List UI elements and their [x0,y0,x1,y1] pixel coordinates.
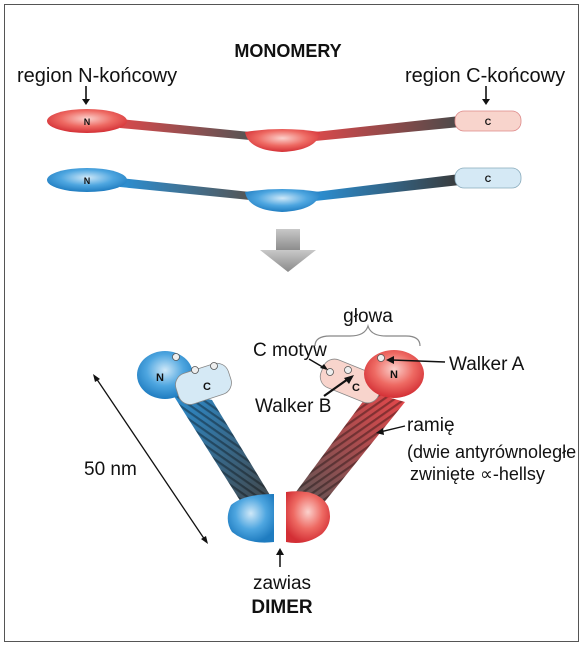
blue-walker-b-dot [192,367,199,374]
red-c-letter-dimer: C [352,382,360,394]
dimer-hinge [228,491,330,543]
red-arm-left [120,119,250,140]
blue-arm-right [315,174,460,201]
blue-n-letter-dimer: N [156,372,164,384]
walker-a-label: Walker A [449,354,525,375]
blue-c-letter-dimer: C [203,381,211,393]
red-walker-a-dot [378,355,385,362]
hinge-pointer [276,548,284,567]
blue-c-letter: C [485,174,492,184]
head-label: głowa [343,306,393,327]
red-c-letter: C [485,117,492,127]
blue-hinge-domain [245,189,320,212]
red-arm-right [315,116,460,141]
length-label: 50 nm [84,459,137,480]
c-region-label: region C-końcowy [405,65,565,87]
arm-desc-line2: zwinięte ∝-hellsy [410,464,545,484]
arm-label: ramię [407,415,455,436]
blue-monomer: N C [47,168,521,212]
n-region-arrow [82,86,90,105]
blue-head: N C [137,351,235,408]
red-monomer: N C [47,109,521,152]
head-brace [315,326,420,346]
title-monomers: MONOMERY [234,41,341,61]
n-region-label: region N-końcowy [17,65,177,87]
red-walker-b-dot [345,367,352,374]
blue-c-motif-dot [211,363,218,370]
title-dimer: DIMER [251,597,313,618]
hinge-label: zawias [253,573,311,594]
walker-b-label: Walker B [255,396,331,417]
red-n-letter: N [84,117,91,127]
red-n-letter-dimer: N [390,369,398,381]
transition-arrow [260,229,316,272]
red-hinge-domain [245,129,320,152]
c-motif-label: C motyw [253,340,327,361]
arm-desc-line1: (dwie antyrównoległe [407,442,576,462]
blue-hinge-half [228,494,274,543]
blue-arm-left [120,178,250,200]
c-region-arrow [482,86,490,105]
blue-walker-a-dot [173,354,180,361]
red-head: N C [317,350,424,407]
blue-n-letter: N [84,176,91,186]
